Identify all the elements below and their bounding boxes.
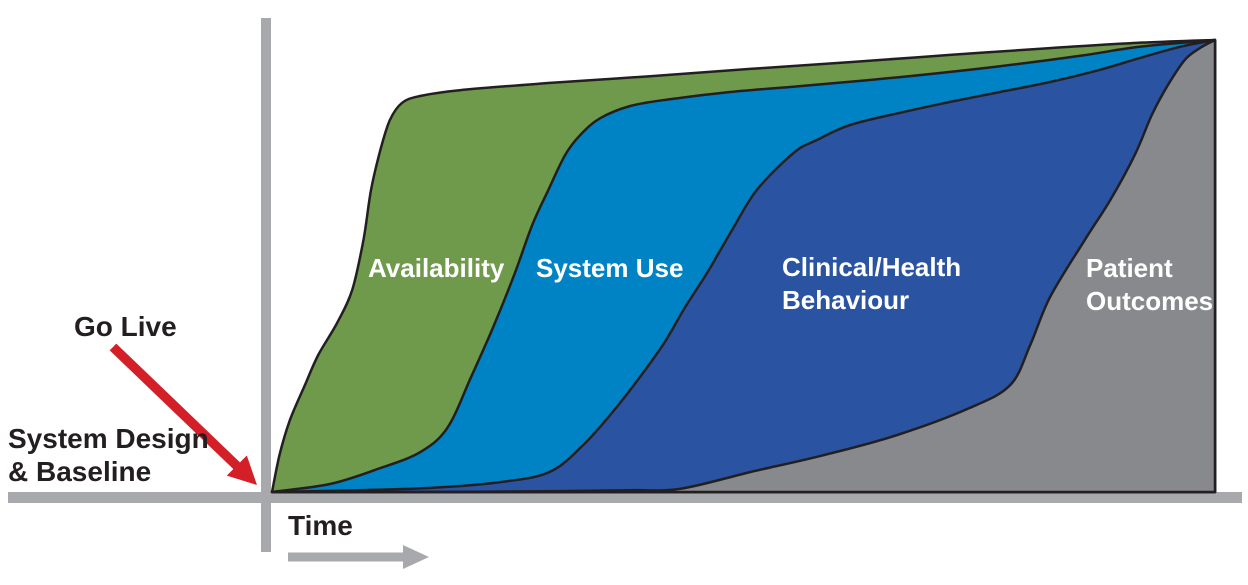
clinical-area bbox=[270, 38, 1217, 494]
availability-label: Availability bbox=[368, 253, 505, 283]
patient-area bbox=[270, 38, 1217, 494]
system-design-baseline-label: System Design & Baseline bbox=[8, 422, 209, 488]
patient-label-line1: Patient bbox=[1086, 253, 1173, 283]
system-use-label: System Use bbox=[536, 253, 684, 283]
clinical-label-line2: Behaviour bbox=[782, 285, 910, 315]
patient-label-line2: Outcomes bbox=[1086, 286, 1214, 316]
clinical-health-behaviour-label: Clinical/Health Behaviour bbox=[782, 251, 961, 317]
time-arrow-icon bbox=[288, 545, 429, 569]
system-design-line1: System Design bbox=[8, 423, 209, 454]
go-live-label: Go Live bbox=[74, 311, 177, 342]
x-axis bbox=[8, 492, 1242, 503]
y-axis bbox=[261, 18, 271, 552]
patient-outcomes-label: Patient Outcomes bbox=[1086, 252, 1213, 318]
go-live-arrow-icon bbox=[109, 343, 257, 485]
clinical-label-line1: Clinical/Health bbox=[782, 252, 962, 282]
system-design-line2: & Baseline bbox=[8, 456, 152, 487]
curve-areas bbox=[270, 38, 1217, 494]
time-axis-label: Time bbox=[288, 510, 353, 541]
